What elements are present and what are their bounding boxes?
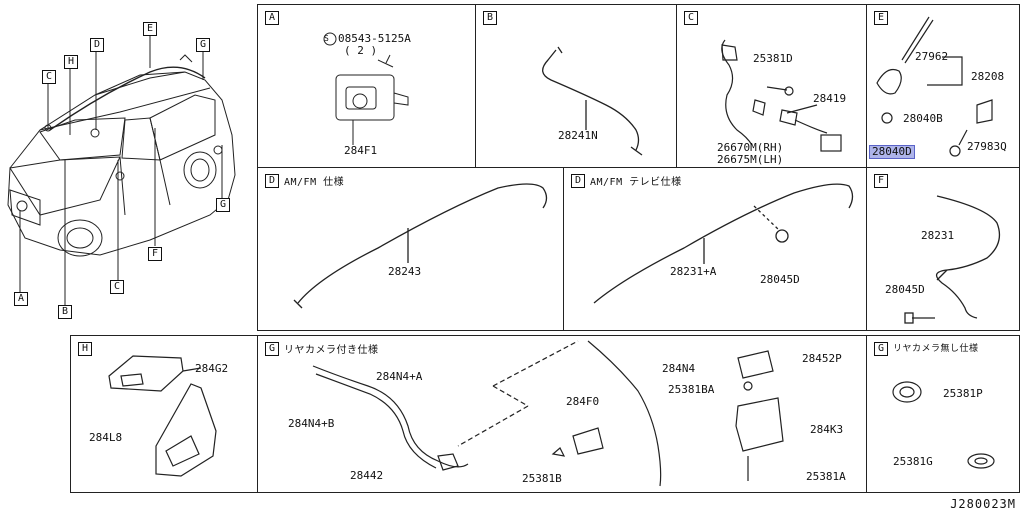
part-label-25381g: 25381G <box>893 455 933 468</box>
part-illustration <box>904 195 1001 324</box>
part-label-28208: 28208 <box>971 70 1005 83</box>
part-label-28040b: 28040B <box>903 112 943 125</box>
part-label-28452p: 28452P <box>802 352 842 365</box>
diagram-code: J280023M <box>950 497 1016 511</box>
part-label-08543-5125a: 08543-5125A <box>338 32 411 45</box>
part-illustration <box>293 183 548 309</box>
part-label-27983q: 27983Q <box>967 140 1007 153</box>
car-tag-a: A <box>14 292 28 306</box>
panel-tag: G <box>265 342 279 356</box>
part-label-284k3: 284K3 <box>810 423 844 436</box>
part-illustration <box>593 183 854 304</box>
panel-d-amfm: D AM/FM 仕様 28243 <box>257 167 564 331</box>
car-overview: C H D E G C G F A B <box>0 0 252 330</box>
part-illustration <box>542 46 643 156</box>
car-tag-f: F <box>148 247 162 261</box>
panel-f: F 28231 28045D <box>866 167 1020 331</box>
part-label-284n4b: 284N4+B <box>288 417 335 430</box>
part-illustration <box>312 340 784 487</box>
part-label-284l8: 284L8 <box>89 431 123 444</box>
part-label-28231a: 28231+A <box>670 265 717 278</box>
screw-symbol: S <box>324 34 329 43</box>
panel-tag: E <box>874 11 888 25</box>
part-label-28442: 28442 <box>350 469 384 482</box>
part-label-28045d: 28045D <box>760 273 800 286</box>
part-label-25381ba: 25381BA <box>668 383 715 396</box>
panel-title: AM/FM テレビ仕様 <box>590 177 682 188</box>
part-label-28419: 28419 <box>813 92 847 105</box>
part-label-284n4a: 284N4+A <box>376 370 423 383</box>
panel-title: リヤカメラ付き仕様 <box>284 345 379 356</box>
panel-tag: F <box>874 174 888 188</box>
panel-tag: H <box>78 342 92 356</box>
panel-tag: C <box>684 11 698 25</box>
part-label-25381a: 25381A <box>806 470 846 483</box>
panel-title: リヤカメラ無し仕様 <box>893 344 979 354</box>
car-tag-h: H <box>64 55 78 69</box>
panel-d-amfm-tv: D AM/FM テレビ仕様 28231+A 28045D <box>563 167 867 331</box>
panel-c: C 25381D 28419 26670M(RH) 26675M(LH) <box>676 4 867 168</box>
part-illustration <box>721 39 842 152</box>
part-label-28243: 28243 <box>388 265 422 278</box>
part-label-28040d-highlighted[interactable]: 28040D <box>869 145 915 159</box>
panel-e: E 27962 28208 28040B 27983Q 28040D <box>866 4 1020 168</box>
panel-g-with-rear-camera: G リヤカメラ付き仕様 284N4+A 284N4+B 28442 284N4 … <box>257 335 867 493</box>
part-label-284g2: 284G2 <box>195 362 229 375</box>
part-label-28231: 28231 <box>921 229 955 242</box>
car-tag-c-upper: C <box>42 70 56 84</box>
car-illustration <box>7 32 236 305</box>
car-tag-d: D <box>90 38 104 52</box>
part-label-284f1: 284F1 <box>344 144 378 157</box>
panel-tag: A <box>265 11 279 25</box>
part-label-25381d: 25381D <box>753 52 793 65</box>
part-illustration <box>323 32 409 145</box>
panel-tag: G <box>874 342 888 356</box>
car-tag-g-lower: G <box>216 198 230 212</box>
panel-tag: D <box>265 174 279 188</box>
part-label-28045d: 28045D <box>885 283 925 296</box>
panel-h: H 284G2 284L8 <box>70 335 258 493</box>
part-illustration <box>892 381 995 469</box>
car-tag-b: B <box>58 305 72 319</box>
part-label-25381p: 25381P <box>943 387 983 400</box>
panel-title: AM/FM 仕様 <box>284 177 345 188</box>
part-label-284n4: 284N4 <box>662 362 696 375</box>
car-tag-g-upper: G <box>196 38 210 52</box>
panel-a-top: A S 08543-5125A ( 2 ) 284F1 <box>257 4 476 168</box>
part-label-26675m: 26675M(LH) <box>717 153 784 166</box>
panel-tag: B <box>483 11 497 25</box>
part-illustration <box>876 16 993 157</box>
part-label-284f0: 284F0 <box>566 395 600 408</box>
part-illustration <box>108 355 217 477</box>
panel-g-without-rear-camera: G リヤカメラ無し仕様 25381P 25381G <box>866 335 1020 493</box>
car-tag-e: E <box>143 22 157 36</box>
panel-b: B 28241N <box>475 4 677 168</box>
part-label-28241n: 28241N <box>558 129 598 142</box>
car-tag-c-lower: C <box>110 280 124 294</box>
part-label-25381b: 25381B <box>522 472 562 485</box>
part-qty: ( 2 ) <box>344 44 378 57</box>
part-label-27962: 27962 <box>915 50 949 63</box>
panel-tag: D <box>571 174 585 188</box>
part-label-26670m: 26670M(RH) <box>717 141 784 154</box>
